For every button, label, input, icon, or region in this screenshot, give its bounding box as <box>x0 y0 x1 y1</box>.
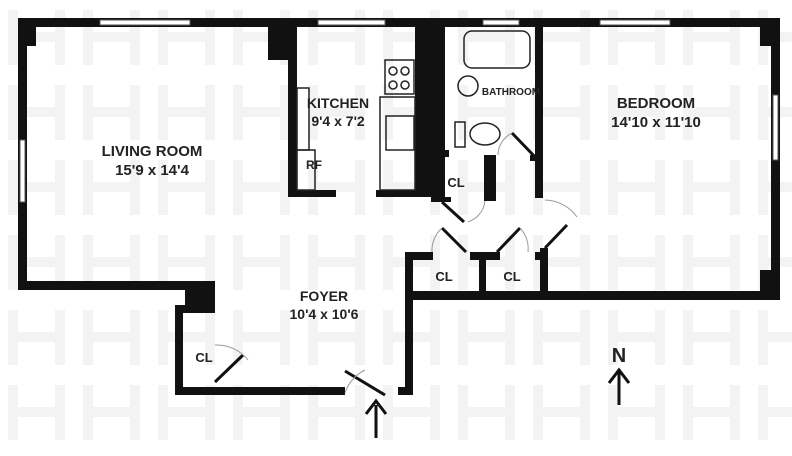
stove-icon <box>384 59 415 95</box>
toilet-tank <box>454 121 466 148</box>
closet-label: CL <box>435 269 452 284</box>
foyer-label: FOYER <box>300 288 348 304</box>
kitchen-counter-right <box>379 96 416 191</box>
north-compass: N <box>607 345 631 405</box>
bathroom-label: BATHROOM <box>482 87 540 98</box>
bathtub-icon <box>463 30 531 69</box>
refrigerator <box>296 149 316 191</box>
bathroom-sink-icon <box>457 75 479 97</box>
windows <box>19 19 779 203</box>
closet-label: CL <box>447 175 464 190</box>
living-room-size: 15'9 x 14'4 <box>115 162 190 179</box>
sink-icon <box>385 115 415 151</box>
kitchen-label: KITCHEN <box>307 95 369 111</box>
walls <box>18 18 780 395</box>
refrigerator-label: RF <box>306 158 322 172</box>
toilet-icon <box>469 122 501 146</box>
entry-arrow-icon <box>364 398 388 438</box>
foyer-size: 10'4 x 10'6 <box>290 306 359 322</box>
closet-label: CL <box>503 269 520 284</box>
bedroom-size: 14'10 x 11'10 <box>611 114 701 131</box>
doors <box>213 131 578 397</box>
fixtures <box>296 30 531 191</box>
kitchen-size: 9'4 x 7'2 <box>311 113 365 129</box>
closet-label: CL <box>195 350 212 365</box>
room-labels: LIVING ROOM 15'9 x 14'4 KITCHEN 9'4 x 7'… <box>102 87 701 365</box>
living-room-label: LIVING ROOM <box>102 143 203 160</box>
bedroom-label: BEDROOM <box>617 95 695 112</box>
north-label: N <box>612 345 626 367</box>
